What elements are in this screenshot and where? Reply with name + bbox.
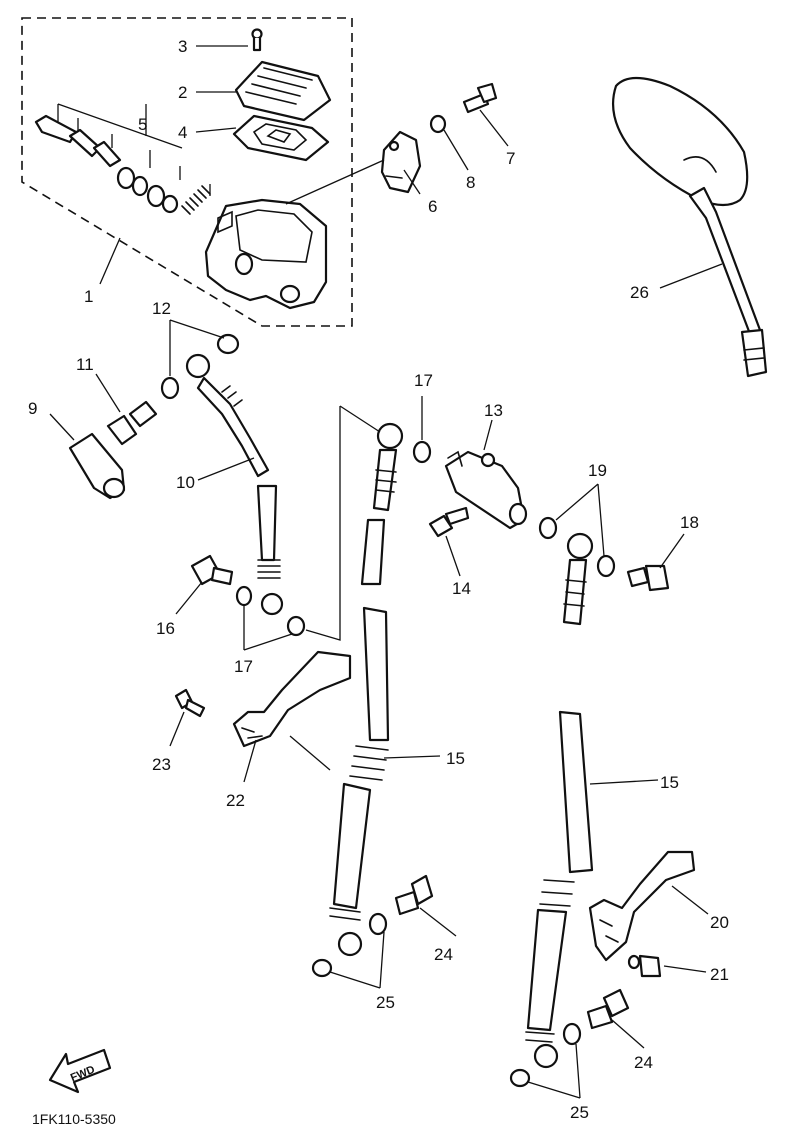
callout-4: 4 [178,123,187,142]
washer-part-25c [562,1022,582,1046]
piston-kit-part-5 [34,103,211,215]
washer-part-25a [368,912,388,936]
bolt-part-23 [174,688,206,718]
callout-14: 14 [452,579,471,598]
callout-25a: 25 [376,993,395,1012]
washer-part-17b [286,615,306,637]
washer-part-19b [596,554,616,578]
drawing-code: 1FK110-5350 [32,1111,116,1127]
washer-part-12b [160,376,180,400]
callout-1: 1 [84,287,93,306]
callout-24a: 24 [434,945,453,964]
callout-8: 8 [466,173,475,192]
callout-3: 3 [178,37,187,56]
bolt-part-7 [462,82,498,114]
callout-21: 21 [710,965,729,984]
bolt-part-14 [428,506,470,538]
union-bolt-part-11 [106,400,158,446]
callout-24b: 24 [634,1053,653,1072]
callout-15b: 15 [660,773,679,792]
callout-25b: 25 [570,1103,589,1122]
callout-2: 2 [178,83,187,102]
brake-hose-part-10 [185,353,284,616]
union-bolt-part-16 [190,554,234,586]
callout-15a: 15 [446,749,465,768]
reservoir-cap-part-2 [234,60,332,122]
washer-part-12 [216,333,240,355]
callout-7: 7 [506,149,515,168]
forward-arrow-icon: FWD [48,1048,112,1094]
callout-13: 13 [484,401,503,420]
callout-9: 9 [28,399,37,418]
union-bolt-part-24b [586,988,630,1030]
brake-hose-part-15-right [525,532,594,1069]
callout-22: 22 [226,791,245,810]
bolt-part-21 [627,954,662,978]
washer-part-8 [429,114,447,134]
hose-guide-part-22 [232,650,352,748]
diaphragm-part-4 [232,114,330,162]
callout-26: 26 [630,283,649,302]
mirror-part-26 [612,76,768,378]
cap-part-9 [68,432,126,500]
washer-part-25d [509,1068,531,1088]
callout-23: 23 [152,755,171,774]
callout-5: 5 [138,115,147,134]
callout-16: 16 [156,619,175,638]
hose-joint-part-13 [444,450,528,530]
brake-hose-part-15-left [329,422,404,957]
callout-11: 11 [76,355,94,374]
hose-guide-part-20 [588,850,696,962]
holder-part-6 [285,130,422,205]
master-cylinder-assembly-boundary [21,17,353,327]
callout-10: 10 [176,473,195,492]
master-cylinder-body [204,198,328,310]
callout-20: 20 [710,913,729,932]
washer-part-19a [538,516,558,540]
screw-part-3 [251,28,263,52]
union-bolt-part-18 [626,564,670,592]
washer-part-25b [311,958,333,978]
washer-part-17c [412,440,432,464]
callout-6: 6 [428,197,437,216]
callout-17b: 17 [234,657,253,676]
union-bolt-part-24a [394,874,434,916]
callout-12: 12 [152,299,171,318]
callout-17a: 17 [414,371,433,390]
callout-18: 18 [680,513,699,532]
washer-part-17a [235,585,253,607]
callout-19: 19 [588,461,607,480]
